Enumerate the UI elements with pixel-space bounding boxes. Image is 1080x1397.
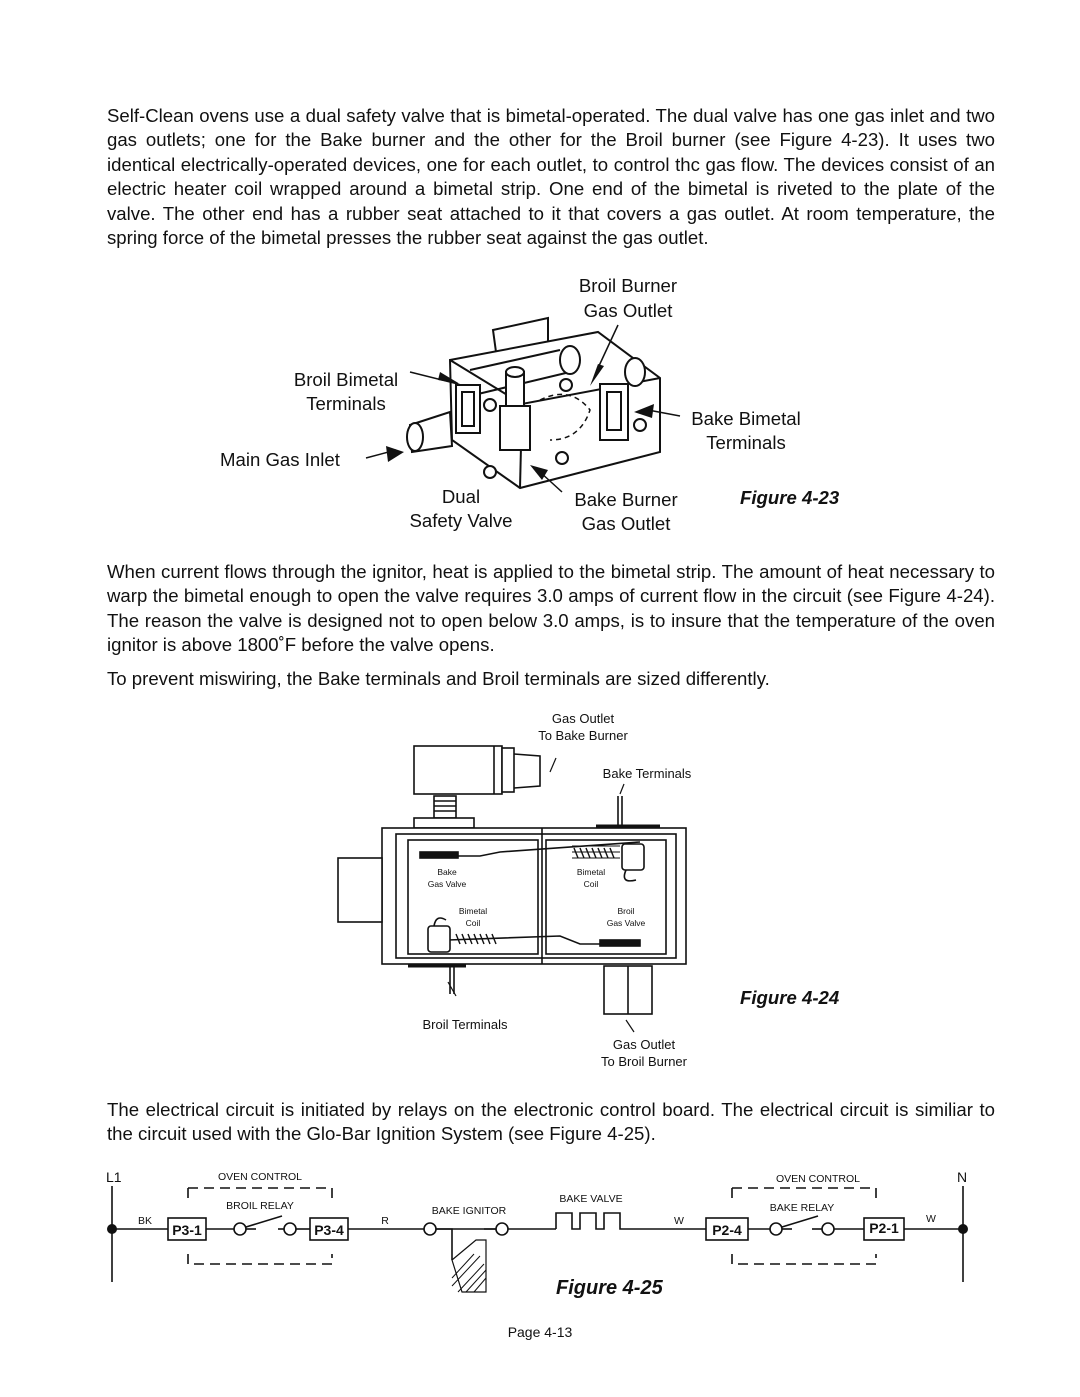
label-l1: L1 xyxy=(106,1169,122,1185)
label-bimetal-coil-bot-1: Bimetal xyxy=(459,906,487,916)
label-p3-4: P3-4 xyxy=(314,1222,344,1238)
page-number: Page 4-13 xyxy=(507,1324,573,1340)
label-bake-bimetal-1: Bake Bimetal xyxy=(691,408,801,429)
label-wire-w1: W xyxy=(674,1215,684,1227)
figure-4-24-caption: Figure 4-24 xyxy=(740,987,840,1008)
label-n: N xyxy=(957,1169,967,1185)
label-broil-terminals: Broil Terminals xyxy=(422,1017,508,1032)
label-broil-burner-2: Gas Outlet xyxy=(584,300,674,321)
label-gas-outlet-bake-2: To Bake Burner xyxy=(538,728,628,743)
paragraph-miswiring: To prevent miswiring, the Bake terminals… xyxy=(107,668,770,689)
label-gas-outlet-bake-1: Gas Outlet xyxy=(552,711,615,726)
label-bake-burner-1: Bake Burner xyxy=(574,489,677,510)
label-bake-ignitor: BAKE IGNITOR xyxy=(432,1205,507,1217)
label-bake-valve-2: Gas Valve xyxy=(428,879,467,889)
label-wire-bk: BK xyxy=(138,1215,152,1227)
label-p3-1: P3-1 xyxy=(172,1222,202,1238)
label-oven-control-left: OVEN CONTROL xyxy=(218,1171,302,1183)
label-gas-outlet-broil-1: Gas Outlet xyxy=(613,1037,676,1052)
label-broil-bimetal-1: Broil Bimetal xyxy=(294,369,398,390)
figure-4-25-caption: Figure 4-25 xyxy=(556,1277,664,1299)
label-bake-valve-1: Bake xyxy=(437,867,457,877)
label-broil-valve-1: Broil xyxy=(617,906,634,916)
label-wire-w2: W xyxy=(926,1213,936,1225)
label-bake-bimetal-2: Terminals xyxy=(706,432,786,453)
label-bake-valve: BAKE VALVE xyxy=(559,1193,622,1205)
figure-4-23-caption: Figure 4-23 xyxy=(740,487,840,508)
label-p2-4: P2-4 xyxy=(712,1222,742,1238)
label-broil-burner-1: Broil Burner xyxy=(579,275,677,296)
label-main-gas-inlet: Main Gas Inlet xyxy=(220,449,341,470)
label-bake-relay: BAKE RELAY xyxy=(770,1202,835,1214)
label-broil-relay: BROIL RELAY xyxy=(226,1200,294,1212)
paragraph-electrical-circuit: The electrical circuit is initiated by r… xyxy=(107,1099,995,1145)
label-wire-r: R xyxy=(381,1215,389,1227)
label-bimetal-coil-top-2: Coil xyxy=(584,879,599,889)
label-bake-terminals: Bake Terminals xyxy=(603,766,692,781)
label-broil-valve-2: Gas Valve xyxy=(607,918,646,928)
label-bake-burner-2: Gas Outlet xyxy=(582,513,672,534)
label-bimetal-coil-bot-2: Coil xyxy=(466,918,481,928)
label-dual-2: Safety Valve xyxy=(409,510,512,531)
label-dual-1: Dual xyxy=(442,486,480,507)
label-oven-control-right: OVEN CONTROL xyxy=(776,1173,860,1185)
label-bimetal-coil-top-1: Bimetal xyxy=(577,867,605,877)
paragraph-dual-valve: Self-Clean ovens use a dual safety valve… xyxy=(107,105,995,249)
label-p2-1: P2-1 xyxy=(869,1220,899,1236)
label-gas-outlet-broil-2: To Broil Burner xyxy=(601,1054,688,1069)
label-broil-bimetal-2: Terminals xyxy=(306,393,386,414)
paragraph-ignitor-current: When current flows through the ignitor, … xyxy=(107,561,995,656)
